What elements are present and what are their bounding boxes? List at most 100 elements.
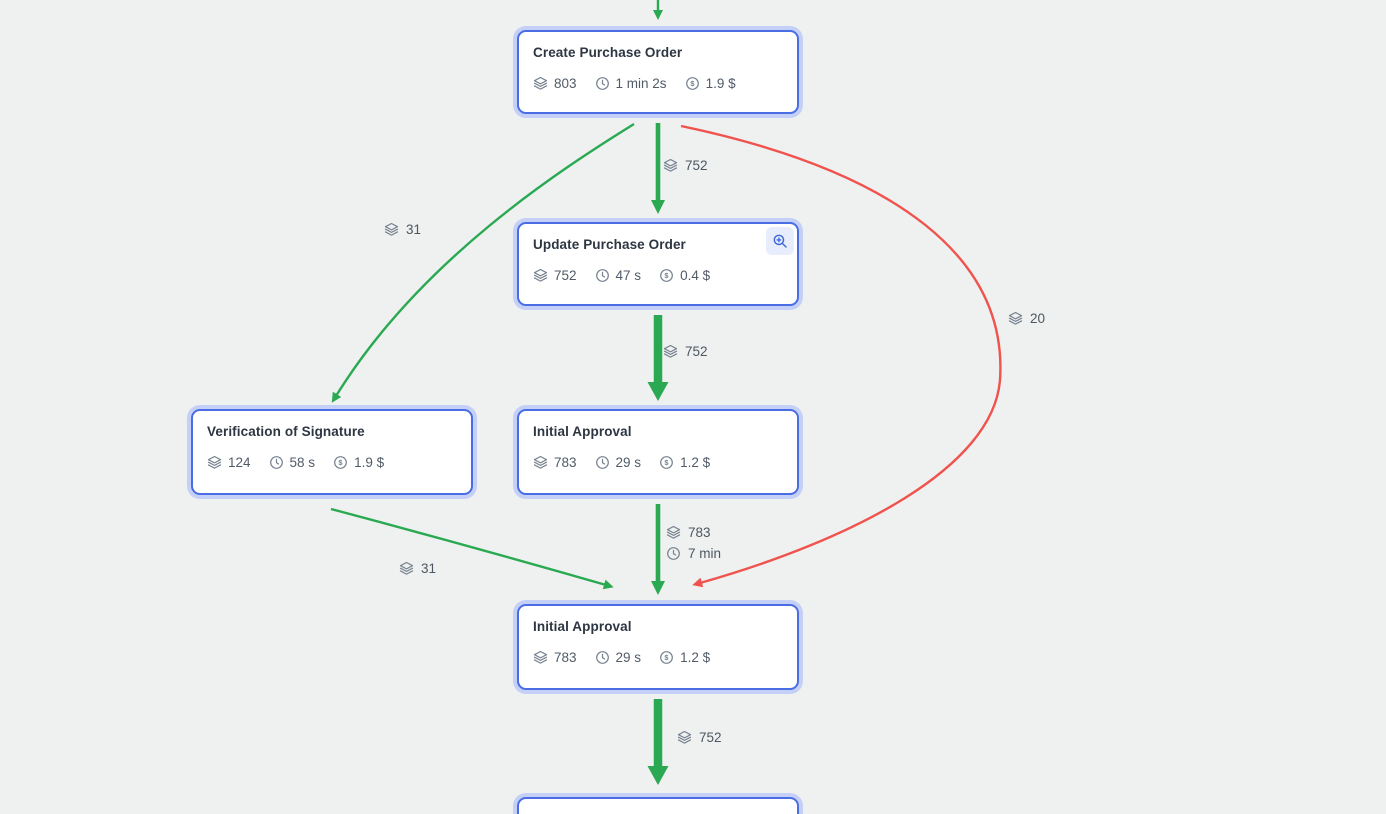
- label-create-to-update: 752: [662, 157, 708, 174]
- node-update-purchase-order[interactable]: Update Purchase Order 752 47 s $0.4 $: [517, 222, 799, 306]
- clock-icon: [667, 547, 680, 560]
- node-stat: 29 s: [594, 649, 642, 666]
- edge-label-text: 752: [685, 158, 708, 173]
- label-create-to-initial-approval-2: 20: [1007, 310, 1045, 327]
- stat-value: 752: [554, 268, 577, 283]
- node-title: Initial Approval: [533, 619, 632, 634]
- node-stat: 783: [532, 454, 577, 471]
- node-stat: $1.9 $: [684, 75, 736, 92]
- layers-icon: [384, 222, 399, 236]
- stat-value: 29 s: [615, 650, 642, 665]
- node-title: Initial Approval: [533, 424, 632, 439]
- stat-value: 1.9 $: [705, 76, 736, 91]
- node-stat: $1.2 $: [658, 649, 710, 666]
- stat-value: 47 s: [615, 268, 642, 283]
- node-stats: 803 1 min 2s $1.9 $: [532, 75, 736, 92]
- node-initial-approval-1[interactable]: Initial Approval 783 29 s $1.2 $: [517, 409, 799, 495]
- stat-value: 803: [554, 76, 577, 91]
- layers-icon: [533, 268, 548, 282]
- svg-text:$: $: [664, 458, 669, 467]
- edge-label-text: 7 min: [688, 546, 722, 561]
- edge-label-row: 752: [662, 343, 708, 360]
- layers-icon: [399, 561, 414, 575]
- layers-icon: [663, 344, 678, 358]
- label-create-to-verification: 31: [383, 221, 421, 238]
- layers-icon: [533, 455, 548, 469]
- layers-icon: [663, 158, 678, 172]
- node-title: Update Purchase Order: [533, 237, 686, 252]
- edge-create-to-verification[interactable]: [331, 122, 635, 403]
- layers-icon: [533, 650, 548, 664]
- node-stat: 47 s: [594, 267, 642, 284]
- node-stat: 29 s: [594, 454, 642, 471]
- stat-value: 783: [554, 650, 577, 665]
- node-title: Verification of Signature: [207, 424, 365, 439]
- stat-value: 1 min 2s: [615, 76, 667, 91]
- node-stat: 1 min 2s: [594, 75, 667, 92]
- label-initial-approval-2-to-next: 752: [676, 729, 722, 746]
- node-stat: $0.4 $: [658, 267, 710, 284]
- edge-label-row: 752: [662, 157, 708, 174]
- layers-icon: [677, 730, 692, 744]
- stat-value: 1.2 $: [680, 455, 711, 470]
- node-stat: 803: [532, 75, 577, 92]
- zoom-in-button[interactable]: [766, 227, 794, 255]
- layers-icon: [1008, 311, 1023, 325]
- clock-icon: [269, 456, 283, 469]
- stat-value: 124: [228, 455, 251, 470]
- node-create-purchase-order[interactable]: Create Purchase Order 803 1 min 2s $1.9 $: [517, 30, 799, 114]
- edge-label-row: 783: [665, 524, 721, 541]
- stat-value: 58 s: [289, 455, 316, 470]
- node-stats: 783 29 s $1.2 $: [532, 454, 710, 471]
- label-initial-approval-1-to-2: 783 7 min: [665, 524, 721, 562]
- edge-label-text: 31: [406, 222, 422, 237]
- dollar-icon: $: [334, 456, 347, 469]
- node-stats: 783 29 s $1.2 $: [532, 649, 710, 666]
- node-stat: 783: [532, 649, 577, 666]
- layers-icon: [533, 76, 548, 90]
- clock-icon: [595, 77, 609, 90]
- dollar-icon: $: [660, 269, 673, 282]
- edge-label-text: 31: [421, 561, 437, 576]
- dollar-icon: $: [660, 456, 673, 469]
- clock-icon: [595, 456, 609, 469]
- svg-text:$: $: [338, 458, 343, 467]
- edge-label-row: 752: [676, 729, 722, 746]
- node-stat: $1.9 $: [332, 454, 384, 471]
- stat-value: 1.2 $: [680, 650, 711, 665]
- edge-label-row: 20: [1007, 310, 1045, 327]
- stat-value: 29 s: [615, 455, 642, 470]
- layers-icon: [207, 455, 222, 469]
- edge-verification-to-initial-approval-2[interactable]: [330, 507, 614, 590]
- svg-text:$: $: [664, 653, 669, 662]
- label-update-to-initial-approval-1: 752: [662, 343, 708, 360]
- edge-create-to-initial-approval-2[interactable]: [680, 124, 1002, 588]
- svg-text:$: $: [690, 79, 695, 88]
- edge-label-text: 752: [699, 730, 722, 745]
- stat-value: 1.9 $: [354, 455, 385, 470]
- node-stats: 752 47 s $0.4 $: [532, 267, 710, 284]
- stat-value: 783: [554, 455, 577, 470]
- svg-text:$: $: [664, 271, 669, 280]
- node-stat: 58 s: [268, 454, 316, 471]
- clock-icon: [595, 269, 609, 282]
- dollar-icon: $: [660, 651, 673, 664]
- edge-label-text: 20: [1030, 311, 1046, 326]
- node-stat: $1.2 $: [658, 454, 710, 471]
- stat-value: 0.4 $: [680, 268, 711, 283]
- node-verification-of-signature[interactable]: Verification of Signature 124 58 s $1.9 $: [191, 409, 473, 495]
- clock-icon: [595, 651, 609, 664]
- dollar-icon: $: [685, 77, 699, 90]
- node-next-activity-cut-off[interactable]: [517, 797, 799, 814]
- node-stat: 752: [532, 267, 577, 284]
- node-stats: 124 58 s $1.9 $: [206, 454, 384, 471]
- node-initial-approval-2[interactable]: Initial Approval 783 29 s $1.2 $: [517, 604, 799, 690]
- edge-label-row: 31: [398, 560, 436, 577]
- node-title: Create Purchase Order: [533, 45, 683, 60]
- edge-label-text: 783: [688, 525, 711, 540]
- label-verification-to-initial-approval-2: 31: [398, 560, 436, 577]
- layers-icon: [666, 525, 681, 539]
- zoom-in-icon: [773, 234, 787, 248]
